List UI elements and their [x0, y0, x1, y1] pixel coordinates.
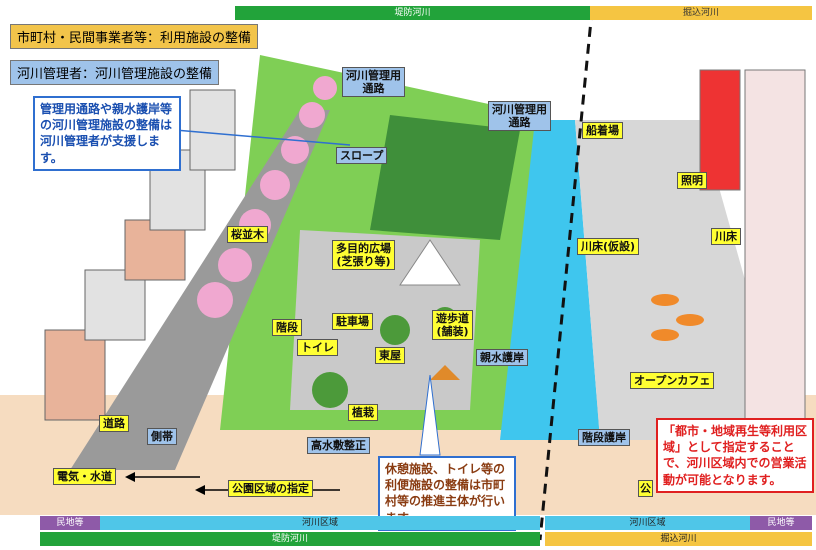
label-kawadoko-temp: 川床(仮設): [577, 238, 640, 256]
bottom-band-minchi-right: 民地等: [750, 516, 812, 530]
right-building: [744, 69, 806, 441]
label-promenade: 遊歩道 (舗装): [432, 310, 473, 341]
bottom-band-kasen-right: 河川区域: [545, 516, 750, 530]
label-stair-bank: 階段護岸: [578, 429, 630, 447]
arrow-head-park: [195, 485, 205, 495]
callout-urban-zone: 「都市・地域再生等利用区域」として指定することで、河川区域内での営業活動が可能と…: [656, 418, 814, 493]
label-utilities: 電気・水道: [53, 468, 116, 486]
label-park-zone: 公園区域の指定: [228, 480, 313, 498]
label-lighting: 照明: [677, 172, 707, 190]
label-hidden-fragment: 公: [638, 480, 653, 498]
bottom-band-kasen-left: 河川区域: [100, 516, 540, 530]
label-plaza: 多目的広場 (芝張り等): [332, 240, 395, 271]
label-gutter: 側帯: [147, 428, 177, 446]
label-arbor: 東屋: [375, 347, 405, 365]
callout-pointer-bottom: [419, 374, 441, 456]
red-awning-building: [699, 69, 741, 191]
zone-boundary-dashed-line: [538, 9, 594, 541]
legend-river-admin: 河川管理者：河川管理施設の整備: [10, 60, 220, 85]
label-waterside-bank: 親水護岸: [476, 349, 528, 367]
label-sakura: 桜並木: [227, 226, 268, 244]
top-band-teibo: 堤防河川: [235, 6, 590, 20]
label-parking: 駐車場: [332, 313, 373, 331]
label-open-cafe: オープンカフェ: [630, 372, 715, 390]
cafe-parasols: [651, 294, 704, 341]
label-stairs: 階段: [272, 319, 302, 337]
bottom-band-minchi-left: 民地等: [40, 516, 100, 530]
arrow-head-utilities: [125, 472, 135, 482]
label-planting: 植栽: [348, 404, 378, 422]
house-1: [44, 329, 106, 421]
house-5: [189, 89, 236, 171]
callout-river-admin-support: 管理用通路や親水護岸等の河川管理施設の整備は河川管理者が支援します。: [33, 96, 181, 171]
arbor-roof: [430, 365, 460, 380]
label-road: 道路: [99, 415, 129, 433]
lawn-plaza: [370, 115, 520, 240]
right-bank: [575, 120, 790, 440]
label-kawadoko: 川床: [711, 228, 741, 246]
tent: [399, 239, 461, 286]
label-pier: 船着場: [582, 122, 623, 140]
label-high-water: 高水敷整正: [307, 437, 370, 455]
bottom-band-horikomi: 掘込河川: [545, 532, 812, 546]
label-mgmt-road-1: 河川管理用 通路: [342, 67, 405, 98]
legend-municipal: 市町村・民間事業者等：利用施設の整備: [10, 24, 259, 49]
label-toilet: トイレ: [297, 339, 338, 357]
house-2: [84, 269, 146, 341]
label-mgmt-road-2: 河川管理用 通路: [488, 101, 551, 132]
top-band-horikomi: 掘込河川: [590, 6, 812, 20]
callout-pointer-left: [174, 129, 351, 146]
label-slope: スロープ: [336, 147, 388, 165]
bottom-band-teibo: 堤防河川: [40, 532, 540, 546]
left-road: [70, 110, 330, 470]
